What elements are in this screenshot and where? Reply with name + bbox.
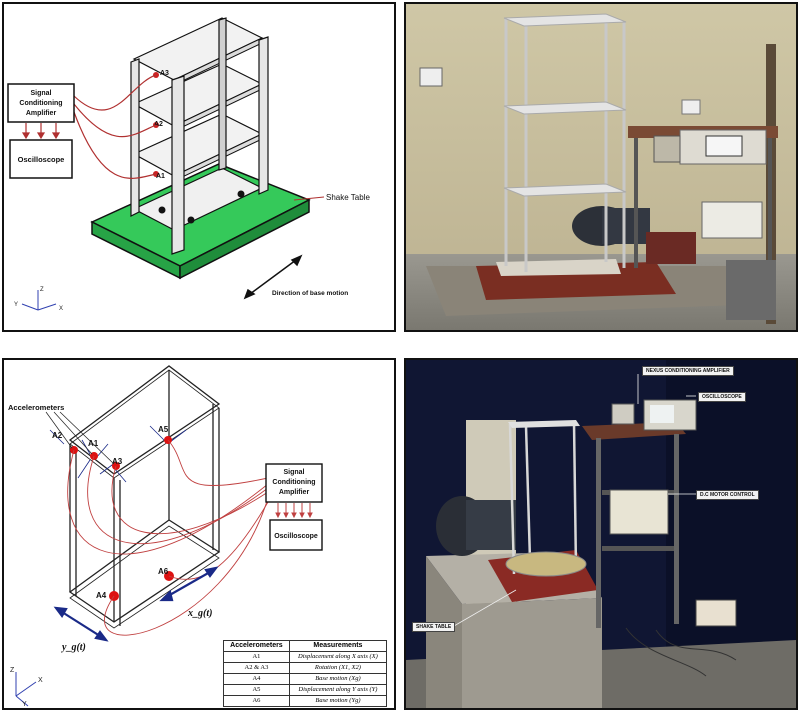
table-header-measurements: Measurements	[288, 640, 388, 652]
photo-experimental-setup-2: NEXUS CONDITIONING AMPLIFIER OSCILLOSCOP…	[404, 358, 798, 710]
table-row: A5 Displacement along Y axis (Y)	[223, 684, 388, 696]
sensor-label-a3: A3	[112, 457, 123, 466]
sensor-label-a2: A2	[52, 431, 63, 440]
amplifier-label-line3: Amplifier	[26, 110, 57, 117]
sensor-label-a6: A6	[158, 567, 169, 576]
tag-amplifier: NEXUS CONDITIONING AMPLIFIER	[642, 366, 734, 376]
table-row: A4 Base motion (Xg)	[223, 673, 388, 685]
oscilloscope-label: Oscilloscope	[18, 155, 65, 164]
tag-oscilloscope: OSCILLOSCOPE	[698, 392, 746, 402]
accelerometers-label: Accelerometers	[8, 403, 64, 412]
axis-label-y: Y	[22, 701, 27, 708]
signal-conditioning-amplifier-box	[265, 463, 323, 503]
sensor-wires	[73, 74, 157, 179]
diagram-accelerometer-layout: A2 A1 A3 A5 A4 A6 Accelerometers Signal …	[2, 358, 396, 710]
diagram-shake-table-schematic: A3 A2 A1 Signal Conditioning Amplifier O…	[2, 2, 396, 332]
axes-triad	[21, 290, 57, 311]
oscilloscope-label: Oscilloscope	[274, 533, 318, 540]
tag-shake-table: SHAKE TABLE	[412, 622, 456, 632]
xg-label: x_g(t)	[187, 608, 212, 619]
direction-arrow	[243, 254, 303, 300]
amplifier-label-line2: Conditioning	[272, 479, 315, 486]
axis-label-y: Y	[14, 302, 18, 308]
table-header-accelerometers: Accelerometers	[223, 640, 290, 652]
frame-columns	[130, 17, 269, 255]
photo2-amplifier	[611, 403, 635, 425]
table-row: A6 Base motion (Yg)	[223, 695, 388, 707]
axis-label-z: Z	[40, 287, 44, 293]
signal-conditioning-amplifier-box	[7, 83, 75, 123]
sensor-label-a2: A2	[154, 121, 163, 128]
direction-of-motion-label: Direction of base motion	[272, 290, 348, 297]
sensor-label-a1: A1	[156, 173, 165, 180]
sensor-label-a4: A4	[96, 591, 107, 600]
oscilloscope-box	[9, 139, 73, 179]
axis-label-z: Z	[10, 667, 15, 674]
axis-label-x: X	[38, 677, 43, 684]
amplifier-label-line1: Signal	[30, 90, 51, 97]
sensor-wires	[67, 439, 269, 636]
frame-outline	[68, 365, 221, 629]
yg-label: y_g(t)	[61, 642, 86, 653]
measurements-table: Accelerometers Measurements A1 Displacem…	[223, 640, 388, 707]
amplifier-label-line3: Amplifier	[279, 489, 310, 496]
amplifier-label-line1: Signal	[283, 469, 304, 476]
amplifier-label-line2: Conditioning	[19, 100, 62, 107]
photo-experimental-setup-1	[404, 2, 798, 332]
photo2-motor-control	[609, 489, 669, 535]
sensor-label-a5: A5	[158, 425, 169, 434]
table-row: A2 & A3 Rotation (X1, X2)	[223, 662, 388, 674]
tag-motor-control: D.C MOTOR CONTROL	[696, 490, 759, 500]
oscilloscope-box	[269, 519, 323, 551]
shake-table-side	[179, 198, 310, 280]
shake-table-label: Shake Table	[326, 193, 370, 202]
axes-triad	[15, 672, 37, 707]
axis-label-x: X	[59, 306, 63, 312]
sensor-label-a1: A1	[88, 439, 99, 448]
base-motion-arrows	[53, 566, 219, 642]
table-row: A1 Displacement along X axis (X)	[223, 651, 388, 663]
sensor-label-a3: A3	[160, 70, 169, 77]
